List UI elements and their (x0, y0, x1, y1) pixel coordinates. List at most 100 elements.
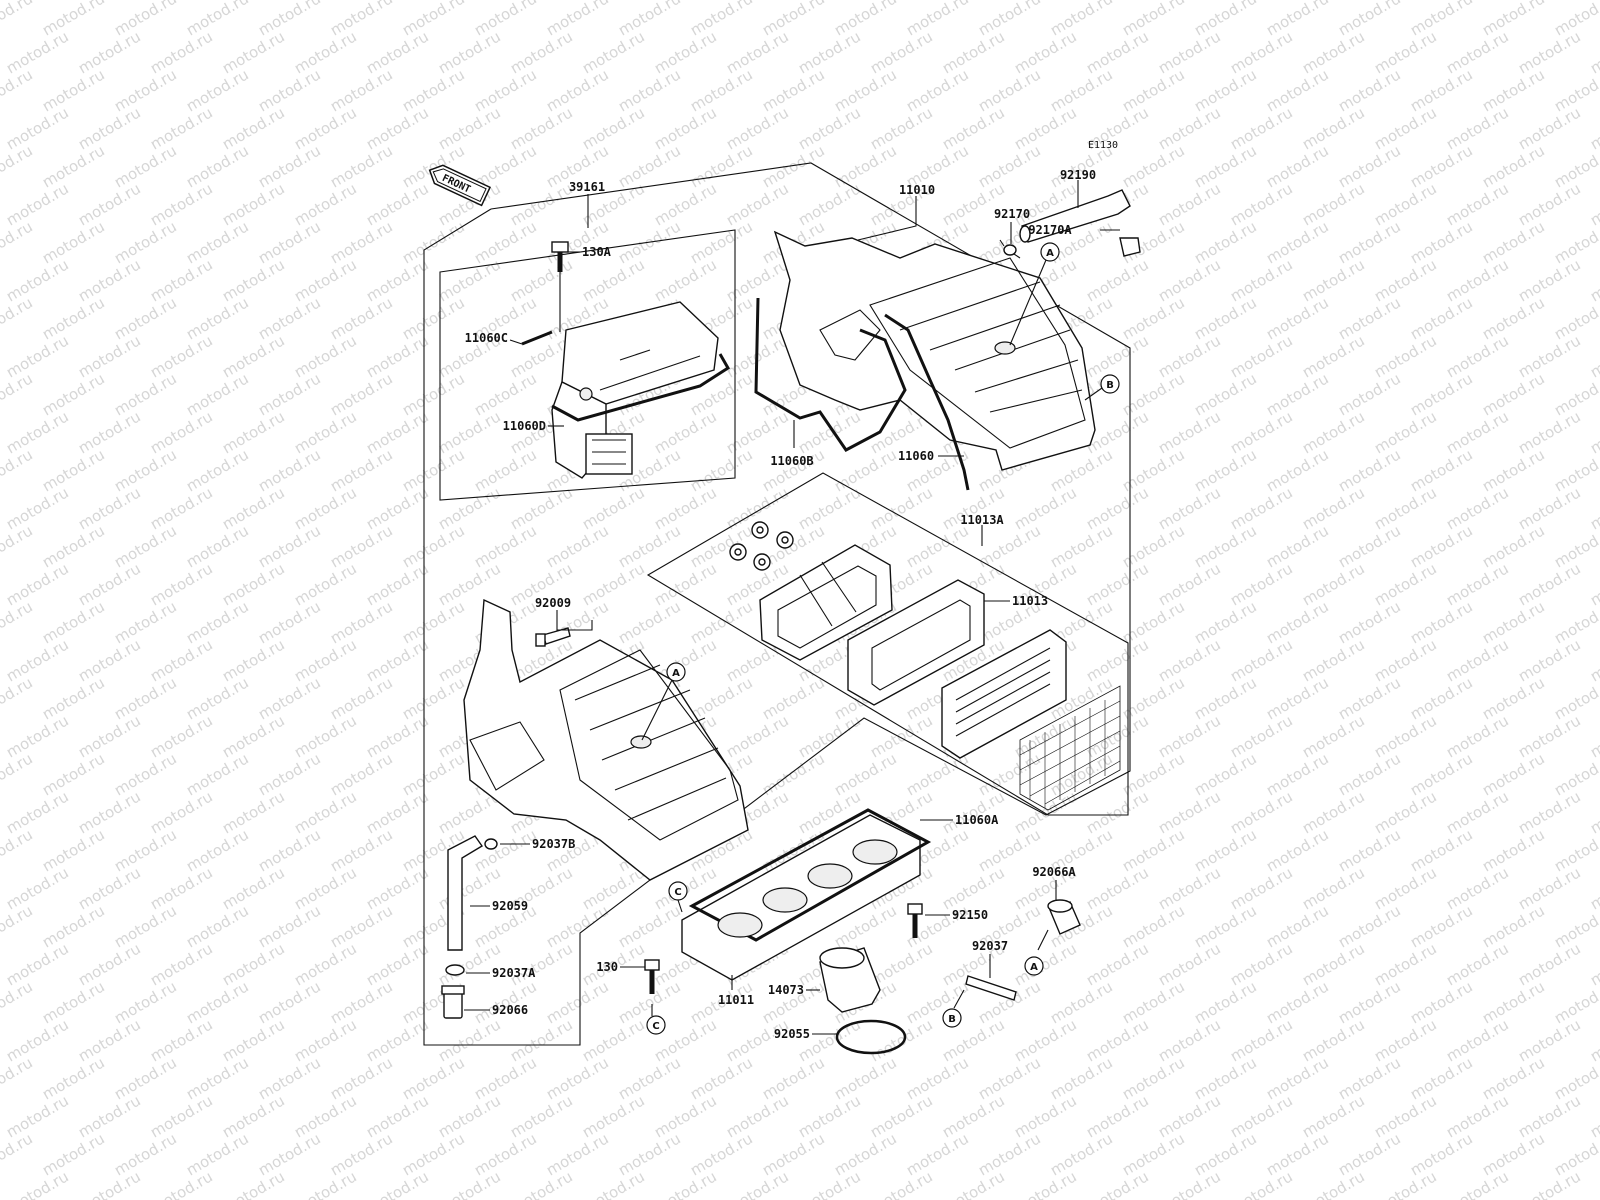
watermark-text: motod.ru (255, 65, 324, 115)
watermark-text: motod.ru (327, 369, 396, 419)
watermark-text: motod.ru (39, 597, 108, 647)
watermark-text: motod.ru (39, 445, 108, 495)
watermark-text: motod.ru (1191, 65, 1260, 115)
watermark-text: motod.ru (255, 1129, 324, 1179)
watermark-text: motod.ru (1119, 749, 1188, 799)
label-92190: 92190 (1060, 168, 1096, 182)
watermark-text: motod.ru (0, 1053, 36, 1103)
watermark-text: motod.ru (1191, 445, 1260, 495)
watermark-text: motod.ru (291, 711, 360, 761)
watermark-text: motod.ru (147, 27, 216, 77)
watermark-text: motod.ru (147, 939, 216, 989)
watermark-text: motod.ru (1227, 179, 1296, 229)
watermark-text: motod.ru (1443, 635, 1512, 685)
watermark-text: motod.ru (543, 1053, 612, 1103)
watermark-text: motod.ru (399, 1129, 468, 1179)
watermark-text: motod.ru (327, 597, 396, 647)
watermark-text: motod.ru (111, 673, 180, 723)
hose-92190 (1019, 189, 1131, 243)
watermark-text: motod.ru (471, 0, 540, 39)
watermark-text: motod.ru (1407, 597, 1476, 647)
watermark-text: motod.ru (1191, 217, 1260, 267)
watermark-text: motod.ru (1407, 977, 1476, 1027)
watermark-text: motod.ru (1407, 445, 1476, 495)
watermark-text: motod.ru (219, 331, 288, 381)
watermark-text: motod.ru (3, 179, 72, 229)
watermark-text: motod.ru (1335, 673, 1404, 723)
watermark-text: motod.ru (219, 1015, 288, 1065)
watermark-text: motod.ru (1191, 293, 1260, 343)
watermark-text: motod.ru (1479, 217, 1548, 267)
watermark-text: motod.ru (0, 65, 36, 115)
watermark-text: motod.ru (1515, 939, 1584, 989)
watermark-text: motod.ru (1119, 673, 1188, 723)
watermark-text: motod.ru (1371, 27, 1440, 77)
watermark-text: motod.ru (363, 27, 432, 77)
upper-housing-part (773, 230, 1096, 471)
watermark-text: motod.ru (939, 179, 1008, 229)
plug-92066 (441, 985, 465, 1019)
watermark-text: motod.ru (39, 673, 108, 723)
watermark-text: motod.ru (1083, 787, 1152, 837)
watermark-text: motod.ru (1011, 1167, 1080, 1200)
watermark-text: motod.ru (183, 141, 252, 191)
lower-housing-part (463, 598, 749, 881)
watermark-text: motod.ru (759, 445, 828, 495)
watermark-text: motod.ru (1479, 0, 1548, 39)
label-92055: 92055 (774, 1027, 810, 1041)
watermark-text: motod.ru (3, 103, 72, 153)
watermark-text: motod.ru (1587, 939, 1600, 989)
watermark-text: motod.ru (111, 445, 180, 495)
watermark-text: motod.ru (3, 559, 72, 609)
watermark-text: motod.ru (111, 977, 180, 1027)
watermark-text: motod.ru (1263, 673, 1332, 723)
watermark-text: motod.ru (435, 103, 504, 153)
watermark-text: motod.ru (1515, 711, 1584, 761)
watermark-text: motod.ru (183, 521, 252, 571)
watermark-text: motod.ru (975, 1129, 1044, 1179)
watermark-text: motod.ru (75, 331, 144, 381)
watermark-text: motod.ru (39, 217, 108, 267)
watermark-text: motod.ru (39, 977, 108, 1027)
watermark-text: motod.ru (1407, 1053, 1476, 1103)
watermark-text: motod.ru (543, 1129, 612, 1179)
label-130a: 130A (582, 245, 612, 259)
watermark-text: motod.ru (1587, 787, 1600, 837)
bolt-130 (644, 959, 660, 994)
watermark-text: motod.ru (75, 1167, 144, 1200)
watermark-text: motod.ru (1083, 863, 1152, 913)
watermark-text: motod.ru (1155, 27, 1224, 77)
watermark-text: motod.ru (1263, 0, 1332, 39)
watermark-text: motod.ru (1335, 901, 1404, 951)
watermark-text: motod.ru (723, 103, 792, 153)
watermark-text: motod.ru (3, 863, 72, 913)
watermark-text: motod.ru (1443, 27, 1512, 77)
watermark-text: motod.ru (471, 521, 540, 571)
watermark-text: motod.ru (327, 217, 396, 267)
watermark-text: motod.ru (1191, 977, 1260, 1027)
watermark-text: motod.ru (111, 597, 180, 647)
watermark-text: motod.ru (975, 0, 1044, 39)
watermark-text: motod.ru (1407, 369, 1476, 419)
watermark-text: motod.ru (1299, 559, 1368, 609)
watermark-text: motod.ru (1227, 407, 1296, 457)
watermark-text: motod.ru (1371, 1015, 1440, 1065)
watermark-text: motod.ru (1479, 749, 1548, 799)
watermark-text: motod.ru (219, 635, 288, 685)
watermark-text: motod.ru (1335, 0, 1404, 39)
watermark-text: motod.ru (543, 901, 612, 951)
watermark-text: motod.ru (435, 483, 504, 533)
watermark-text: motod.ru (0, 521, 36, 571)
watermark-text: motod.ru (723, 179, 792, 229)
watermark-text: motod.ru (1227, 27, 1296, 77)
watermark-text: motod.ru (867, 1091, 936, 1141)
watermark-text: motod.ru (399, 673, 468, 723)
watermark-text: motod.ru (1191, 1053, 1260, 1103)
watermark-text: motod.ru (651, 1091, 720, 1141)
watermark-text: motod.ru (147, 483, 216, 533)
watermark-text: motod.ru (831, 141, 900, 191)
label-92170: 92170 (994, 207, 1030, 221)
watermark-text: motod.ru (723, 1167, 792, 1200)
watermark-text: motod.ru (327, 673, 396, 723)
watermark-text: motod.ru (507, 1015, 576, 1065)
